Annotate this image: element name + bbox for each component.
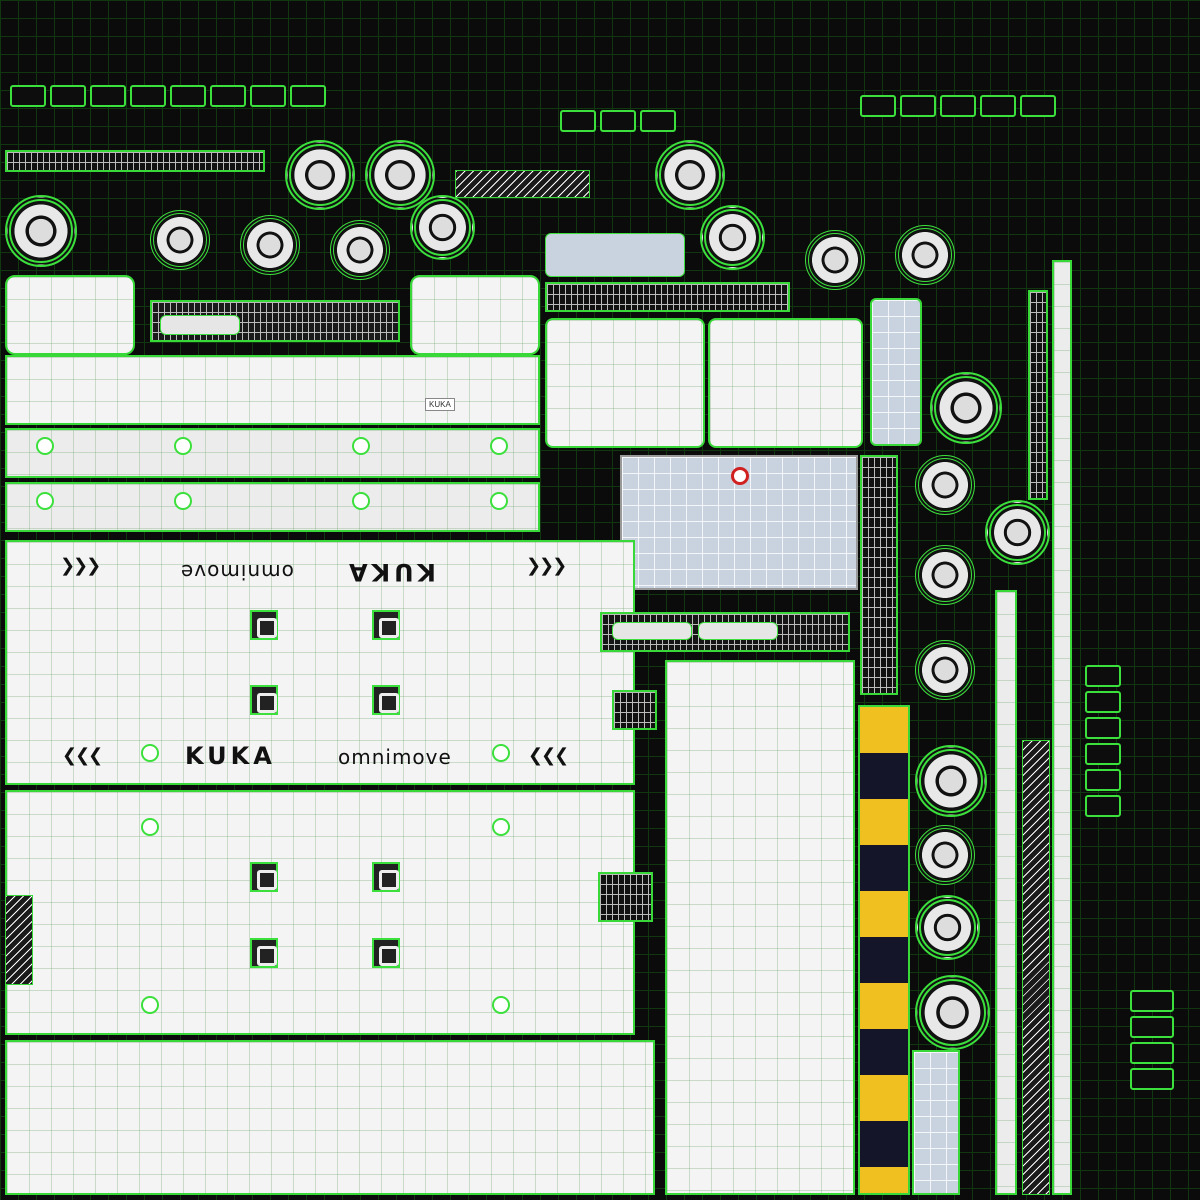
wheel-ring [655, 140, 725, 210]
wheel-ring [985, 500, 1050, 565]
right-component-column-2 [1130, 990, 1174, 1090]
bolt-hole-icon [174, 437, 192, 455]
wheel-ring [365, 140, 435, 210]
gear-ring [330, 220, 390, 280]
bolt-hole-icon [141, 996, 159, 1014]
top-blue-panel [545, 233, 685, 277]
top-component-row-2 [560, 110, 676, 132]
wheel-ring [700, 205, 765, 270]
top-component-row-3 [860, 95, 1056, 117]
hatch-icon [372, 610, 400, 640]
side-vent-column [860, 455, 898, 695]
hatch-icon [250, 862, 278, 892]
hatch-icon [250, 610, 278, 640]
bolt-hole-icon [492, 996, 510, 1014]
side-long-plate [665, 660, 855, 1195]
no-entry-sign-icon [731, 467, 749, 485]
deck-plate-upper [5, 540, 635, 785]
brand-logo: KUKA [185, 742, 276, 770]
hatch-icon [372, 862, 400, 892]
deck-plate-lower [5, 790, 635, 1035]
side-blue-strip [912, 1050, 960, 1195]
bolt-hole-icon [352, 492, 370, 510]
gear-ring [915, 455, 975, 515]
right-component-column [1085, 665, 1121, 817]
hatch-icon [250, 938, 278, 968]
wheel-ring [285, 140, 355, 210]
chevron-arrows-icon: ❮❮❮ [62, 745, 103, 766]
gear-ring [805, 230, 865, 290]
bottom-plate [5, 1040, 655, 1195]
rail-vent [1028, 290, 1048, 500]
bolt-hole-icon [352, 437, 370, 455]
chevron-arrows-icon: ❮❮❮ [528, 745, 569, 766]
bolt-hole-icon [141, 818, 159, 836]
bracket-slot [698, 622, 778, 640]
bolt-hole-icon [141, 744, 159, 762]
left-edge-hatch [5, 895, 33, 985]
wheel-ring [410, 195, 475, 260]
brand-logo-mirrored: KUKA [345, 558, 436, 586]
wheel-ring [5, 195, 77, 267]
wheel-ring [930, 372, 1002, 444]
top-vent-strip [5, 150, 265, 172]
rail-hatch [1022, 740, 1050, 1195]
product-logo: omnimove [338, 745, 452, 769]
top-cover-b [708, 318, 863, 448]
bolt-hole-icon [490, 437, 508, 455]
bolt-hole-icon [490, 492, 508, 510]
bolt-hole-icon [174, 492, 192, 510]
side-label-panel [870, 298, 922, 446]
top-component-row [10, 85, 326, 107]
label-tag: KUKA [425, 398, 455, 411]
bracket-slot [160, 315, 240, 335]
gear-ring [895, 225, 955, 285]
chevron-arrows-icon: ❮❮❮ [62, 557, 102, 578]
gear-ring [915, 545, 975, 605]
side-vent-block [598, 872, 653, 922]
skirt-panel [5, 355, 540, 425]
bolt-hole-icon [492, 818, 510, 836]
rail-strip-1 [995, 590, 1017, 1195]
vent-grille [545, 282, 790, 312]
hatch-icon [372, 938, 400, 968]
bolt-hole-icon [492, 744, 510, 762]
bolt-hole-icon [36, 492, 54, 510]
chevron-arrows-icon: ❮❮❮ [528, 557, 568, 578]
side-strip-2 [5, 482, 540, 532]
bracket-slot [612, 622, 692, 640]
bolt-hole-icon [36, 437, 54, 455]
hazard-stripe-band [858, 705, 910, 1195]
product-logo-mirrored: omnimove [180, 560, 294, 584]
cover-plate-right [410, 275, 540, 355]
gear-ring [150, 210, 210, 270]
hatch-icon [250, 685, 278, 715]
hatch-icon [372, 685, 400, 715]
top-cover-a [545, 318, 705, 448]
side-strip-1 [5, 428, 540, 478]
chassis-top-grid [620, 455, 858, 590]
side-vent-block [612, 690, 657, 730]
wheel-ring [915, 895, 980, 960]
gear-ring [915, 640, 975, 700]
gear-ring [915, 825, 975, 885]
rail-strip-2 [1052, 260, 1072, 1195]
gear-ring [240, 215, 300, 275]
wheel-ring [915, 975, 990, 1050]
top-hatch-panel [455, 170, 590, 198]
cover-plate-left [5, 275, 135, 355]
wheel-ring [915, 745, 987, 817]
